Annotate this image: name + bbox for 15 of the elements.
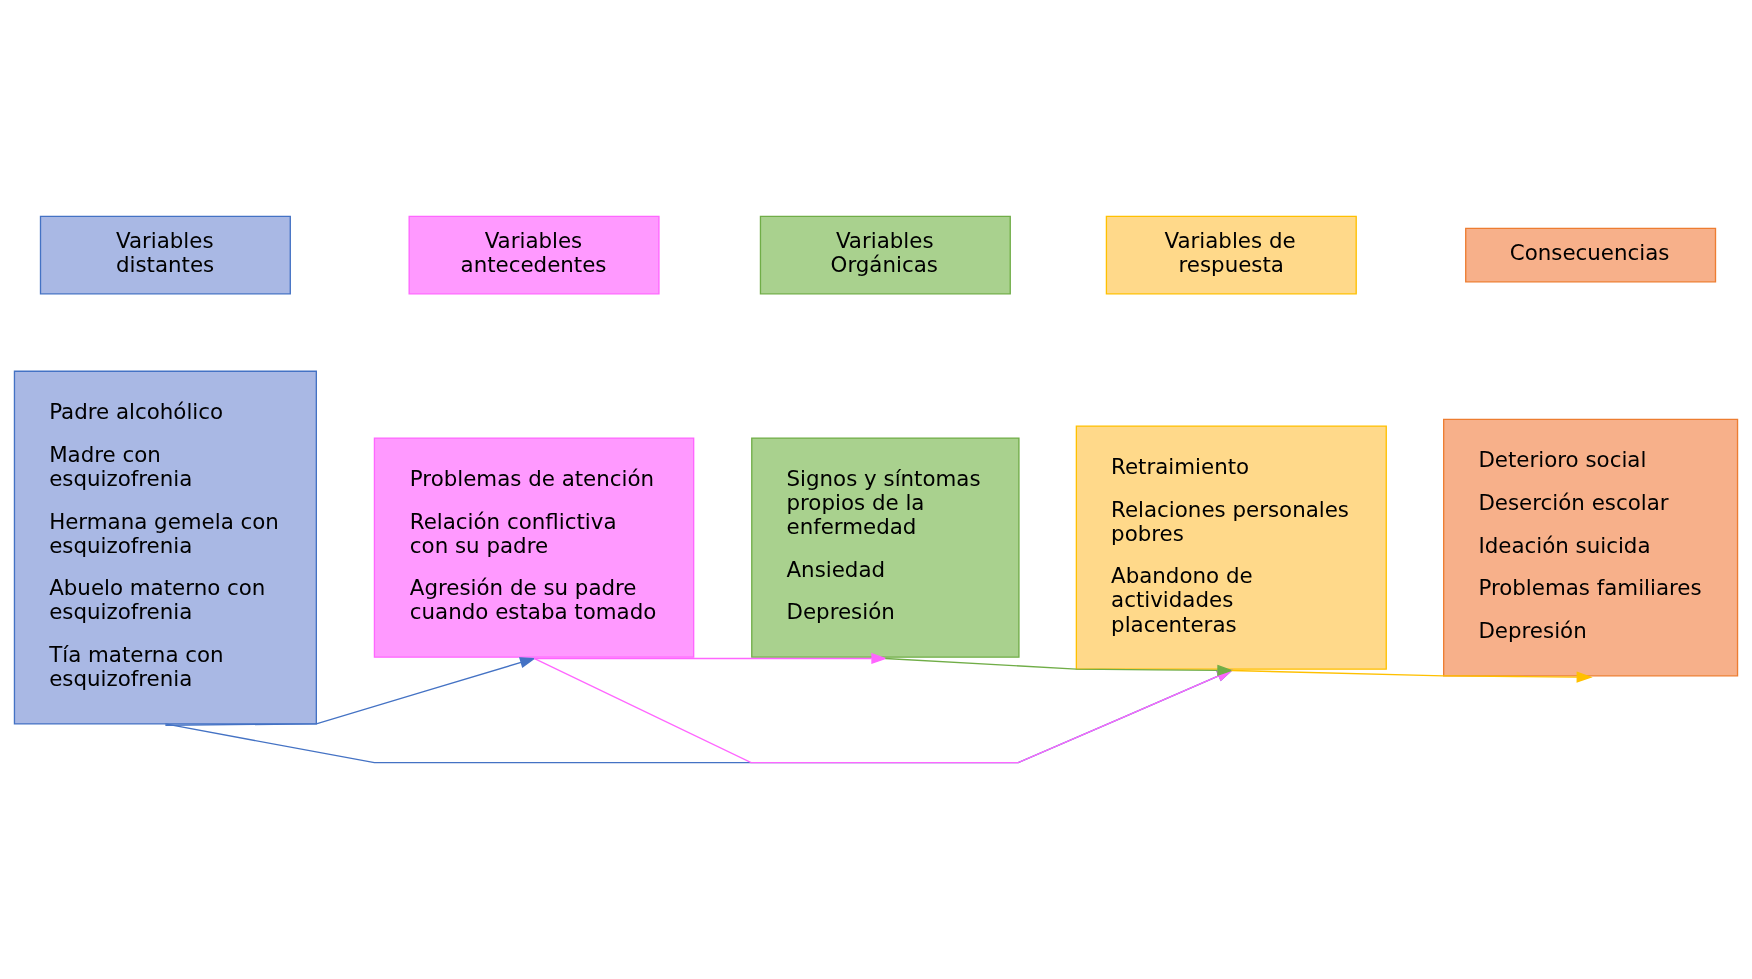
node-box: Variables de respuesta: [1105, 215, 1357, 295]
arrow: [533, 652, 888, 665]
node-box: Deterioro social Deserción escolar Ideación suicida Problemas familiares Depresión: [1443, 418, 1739, 677]
node-box: Retraimiento Relaciones personales pobres Abandono de actividades placenteras: [1075, 425, 1387, 670]
node-box: Problemas de atención Relación conflictiva con su padre Agresión de su padre cuando estaba tomado: [373, 437, 695, 658]
node-box: Variables antecedentes: [408, 215, 660, 295]
node-box: Variables Orgánicas: [759, 215, 1011, 295]
node-box: Variables distantes: [39, 215, 291, 295]
arrow: [1230, 669, 1593, 683]
node-box: Consecuencias: [1465, 227, 1717, 283]
arrow: [533, 657, 1234, 764]
node-box: Signos y síntomas propios de la enfermedad Ansiedad Depresión: [751, 437, 1020, 658]
arrow: [884, 657, 1234, 676]
node-box: Padre alcohólico Madre con esquizofrenia Hermana gemela con esquizofrenia Abuelo materno con esquizofrenia Tía materna con esquizofrenia: [13, 370, 317, 725]
arrow: [164, 657, 536, 726]
